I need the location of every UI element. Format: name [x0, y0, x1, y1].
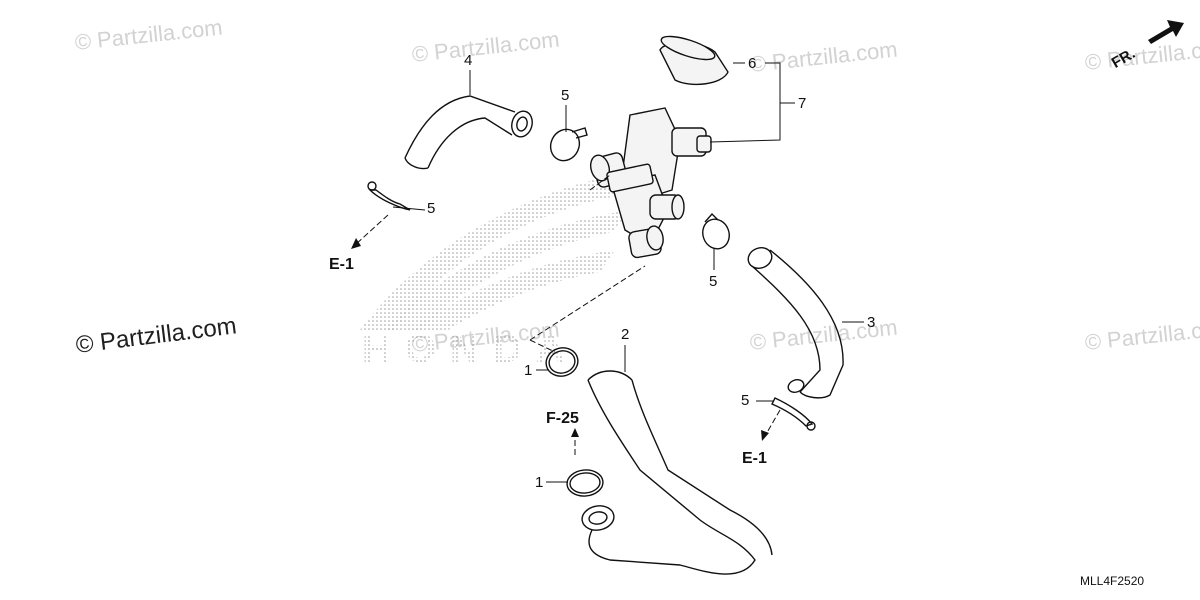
callout-1: 1 [535, 474, 544, 491]
clamp-part-5-right-bottom [771, 397, 816, 431]
clamp-part-5-top [549, 127, 588, 162]
reference-e1: E-1 [329, 256, 354, 273]
callout-3: 3 [867, 314, 876, 331]
diagram-code: MLL4F2520 [1080, 574, 1145, 588]
routing-arrowheads [351, 238, 769, 441]
callout-7: 7 [798, 95, 807, 112]
honda-wing-logo [360, 170, 640, 332]
clamp-part-1-top [545, 347, 579, 377]
callout-6: 6 [748, 55, 757, 72]
callout-2: 2 [621, 326, 630, 343]
clamp-part-1-bottom [566, 469, 604, 497]
clamp-part-5-left [367, 181, 411, 211]
hose-part-2 [581, 370, 773, 575]
honda-logo-text: HONDA [362, 327, 579, 371]
callout-5: 5 [427, 200, 436, 217]
reference-e1: E-1 [742, 450, 767, 467]
hose-part-3 [747, 247, 844, 399]
collar-part-6 [659, 35, 729, 86]
callout-4: 4 [464, 52, 473, 69]
callout-1: 1 [524, 362, 533, 379]
air-injection-valve [589, 107, 712, 259]
front-direction-arrow-icon [1148, 20, 1184, 44]
callout-5: 5 [741, 392, 750, 409]
routing-dashed-lines [354, 174, 781, 455]
reference-f25: F-25 [546, 410, 579, 427]
hose-part-4 [404, 95, 533, 170]
callout-5: 5 [561, 87, 570, 104]
clamp-part-5-right-top [702, 212, 730, 250]
leader-lines [392, 62, 864, 483]
callout-5: 5 [709, 273, 718, 290]
